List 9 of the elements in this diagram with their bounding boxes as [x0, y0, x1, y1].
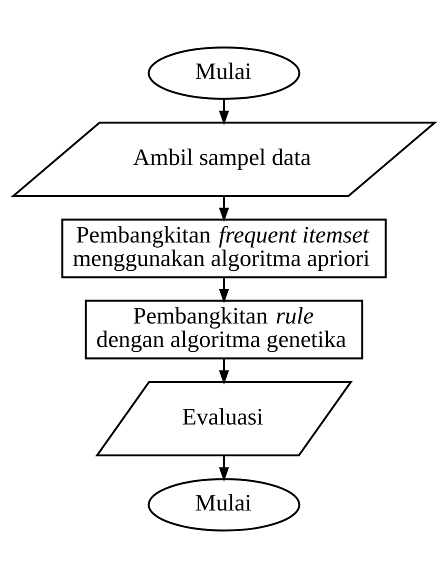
- arrow: [218, 100, 230, 126]
- node-box: Pembangkitan frequent itemset menggunakan algoritma apriori: [61, 218, 387, 278]
- node-ellipse: Mulai: [148, 478, 300, 532]
- arrow: [218, 278, 230, 304]
- arrow: [218, 196, 230, 222]
- arrow: [218, 358, 230, 385]
- node-ellipse: Mulai: [148, 46, 300, 100]
- arrow: [218, 455, 230, 482]
- node-box: Pembangkitan rule dengan algoritma genetika: [84, 300, 364, 360]
